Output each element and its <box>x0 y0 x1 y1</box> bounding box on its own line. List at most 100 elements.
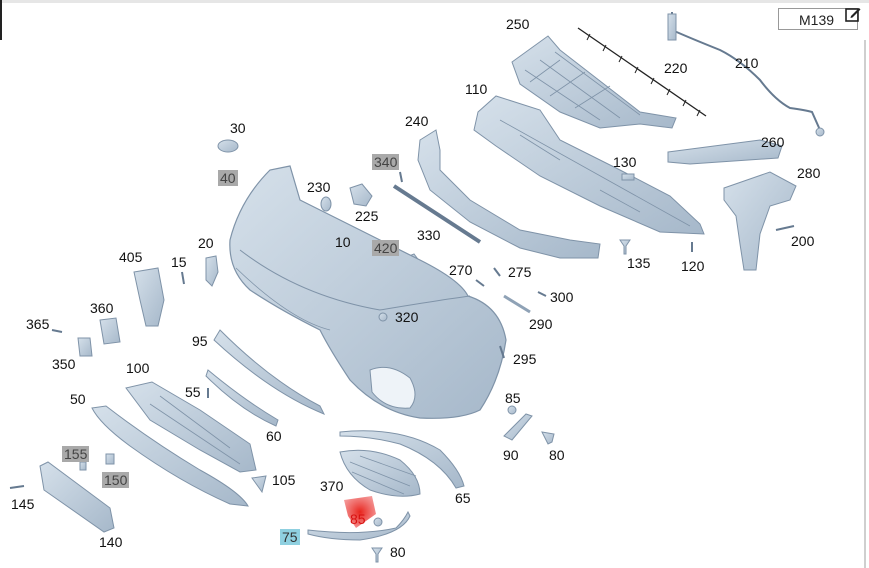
label-85-upper[interactable]: 85 <box>505 390 521 406</box>
part-295-screw[interactable] <box>499 345 505 359</box>
label-10[interactable]: 10 <box>335 234 351 250</box>
label-150[interactable]: 150 <box>102 472 130 488</box>
part-270-clip[interactable] <box>475 279 485 287</box>
label-210[interactable]: 210 <box>735 55 759 71</box>
label-290[interactable]: 290 <box>529 316 553 332</box>
label-330[interactable]: 330 <box>417 227 441 243</box>
part-370-side-grille[interactable] <box>339 449 421 497</box>
label-65[interactable]: 65 <box>455 490 471 506</box>
part-365-screw[interactable] <box>51 329 63 333</box>
label-80-upper[interactable]: 80 <box>549 447 565 463</box>
label-130[interactable]: 130 <box>613 154 637 170</box>
part-140-licence-bracket[interactable] <box>39 461 115 533</box>
label-360[interactable]: 360 <box>90 300 114 316</box>
part-200-screw[interactable] <box>775 225 795 231</box>
model-code-text: M139 <box>799 12 835 28</box>
label-55[interactable]: 55 <box>185 384 201 400</box>
part-10-bumper-cover[interactable] <box>229 165 507 419</box>
label-250[interactable]: 250 <box>506 16 530 32</box>
part-280-side-bracket[interactable] <box>723 171 797 271</box>
part-145-screw[interactable] <box>9 485 25 489</box>
label-240[interactable]: 240 <box>405 113 429 129</box>
label-280[interactable]: 280 <box>797 165 821 181</box>
label-90[interactable]: 90 <box>503 447 519 463</box>
label-50[interactable]: 50 <box>70 391 86 407</box>
label-60[interactable]: 60 <box>266 428 282 444</box>
label-275[interactable]: 275 <box>508 264 532 280</box>
part-290-rod[interactable] <box>503 294 531 314</box>
label-155[interactable]: 155 <box>62 446 90 462</box>
part-80-lower-bolt[interactable] <box>371 547 383 563</box>
part-75-lower-trim[interactable] <box>307 510 411 541</box>
label-370[interactable]: 370 <box>320 478 344 494</box>
label-420[interactable]: 420 <box>372 240 400 256</box>
label-295[interactable]: 295 <box>513 351 537 367</box>
top-border <box>0 0 869 3</box>
label-200[interactable]: 200 <box>791 233 815 249</box>
label-85-highlighted[interactable]: 85 <box>350 511 366 527</box>
label-120[interactable]: 120 <box>681 258 705 274</box>
part-350-bracket[interactable] <box>77 337 93 357</box>
part-130-clip[interactable] <box>621 173 635 181</box>
part-230-grommet[interactable] <box>320 196 332 212</box>
label-220[interactable]: 220 <box>664 60 688 76</box>
label-225[interactable]: 225 <box>355 208 379 224</box>
part-135-bolt[interactable] <box>619 239 631 255</box>
part-50-lower-trim[interactable] <box>91 405 249 507</box>
part-240-impact-absorber[interactable] <box>417 129 601 259</box>
label-145[interactable]: 145 <box>11 496 35 512</box>
part-85-upper-bolt[interactable] <box>507 405 517 415</box>
part-250-upper-grille[interactable] <box>511 35 677 129</box>
label-365[interactable]: 365 <box>26 316 50 332</box>
label-95[interactable]: 95 <box>192 333 208 349</box>
part-155-clip[interactable] <box>79 461 87 471</box>
part-100-lower-grille[interactable] <box>125 381 257 473</box>
label-320[interactable]: 320 <box>395 309 419 325</box>
label-140[interactable]: 140 <box>99 534 123 550</box>
label-100[interactable]: 100 <box>126 360 150 376</box>
part-320-bolt[interactable] <box>378 312 388 322</box>
label-405[interactable]: 405 <box>119 249 143 265</box>
part-405-side-panel[interactable] <box>133 267 165 327</box>
part-260-panel[interactable] <box>667 139 783 165</box>
label-15[interactable]: 15 <box>171 254 187 270</box>
label-340[interactable]: 340 <box>372 154 400 170</box>
part-95-trim-strip[interactable] <box>213 329 326 415</box>
model-code-box: M139 <box>778 8 858 30</box>
part-360-bracket[interactable] <box>99 317 121 345</box>
label-105[interactable]: 105 <box>272 472 296 488</box>
label-230[interactable]: 230 <box>307 179 331 195</box>
part-65-side-trim[interactable] <box>339 430 465 489</box>
part-275-bolt[interactable] <box>493 267 501 277</box>
part-20-bracket[interactable] <box>205 255 219 287</box>
edit-icon[interactable] <box>845 6 861 22</box>
part-60-trim-strip[interactable] <box>205 369 279 427</box>
label-300[interactable]: 300 <box>550 289 574 305</box>
part-210-harness[interactable] <box>667 12 825 137</box>
label-135[interactable]: 135 <box>627 255 651 271</box>
label-80-lower[interactable]: 80 <box>390 544 406 560</box>
part-15-clip[interactable] <box>181 271 185 285</box>
part-110-air-guide-panel[interactable] <box>473 95 705 235</box>
part-90-trim[interactable] <box>503 413 533 441</box>
part-150-clip[interactable] <box>105 453 115 465</box>
label-350[interactable]: 350 <box>52 356 76 372</box>
part-105-bracket[interactable] <box>251 475 267 494</box>
part-330-seal-strip[interactable] <box>392 184 482 244</box>
label-40[interactable]: 40 <box>218 170 238 186</box>
label-270[interactable]: 270 <box>449 262 473 278</box>
part-80-upper-bolt[interactable] <box>541 431 555 445</box>
part-85-highlighted[interactable] <box>344 496 383 528</box>
label-20[interactable]: 20 <box>198 235 214 251</box>
label-110[interactable]: 110 <box>465 81 488 97</box>
part-220-strip[interactable] <box>577 27 707 117</box>
right-scroll-edge <box>864 40 866 568</box>
part-225-sensor[interactable] <box>349 183 373 207</box>
part-300-screw[interactable] <box>537 291 547 297</box>
label-30[interactable]: 30 <box>230 120 246 136</box>
part-340-pin[interactable] <box>399 171 403 183</box>
label-260[interactable]: 260 <box>761 134 785 150</box>
label-75[interactable]: 75 <box>280 529 300 545</box>
part-30-cap[interactable] <box>217 139 239 153</box>
